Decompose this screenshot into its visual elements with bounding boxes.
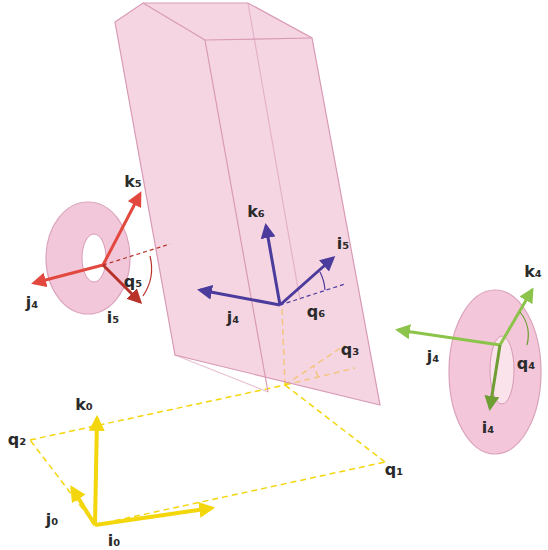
axis-label: q₄ — [517, 356, 535, 372]
axis-label: j₄ — [227, 310, 240, 326]
axis-label: i₅ — [107, 310, 120, 326]
axis-label: q₆ — [307, 304, 325, 320]
axis-label: j₄ — [427, 349, 440, 365]
axis-label: q₃ — [341, 342, 359, 358]
axis-label: k₅ — [124, 174, 142, 190]
frame-4 — [398, 290, 532, 408]
axis-label: k₀ — [75, 397, 93, 413]
axis-label: i₀ — [108, 533, 121, 549]
axis-label: q₅ — [124, 274, 142, 290]
axis-label: q₂ — [8, 432, 26, 448]
axis-label: j₀ — [46, 512, 59, 528]
axis-label: k₄ — [524, 264, 542, 280]
left-wheel — [46, 202, 130, 314]
axis-label: q₁ — [385, 462, 403, 478]
frame-6 — [200, 226, 345, 305]
frame-5 — [34, 194, 170, 302]
frame-0 — [72, 418, 212, 525]
axis-label: j₄ — [26, 295, 39, 311]
axis-label: i₅ — [337, 236, 350, 252]
axis-label: i₄ — [482, 420, 495, 436]
robot-body — [115, 3, 380, 405]
right-wheel — [449, 290, 541, 454]
axis-label: k₆ — [247, 204, 265, 220]
